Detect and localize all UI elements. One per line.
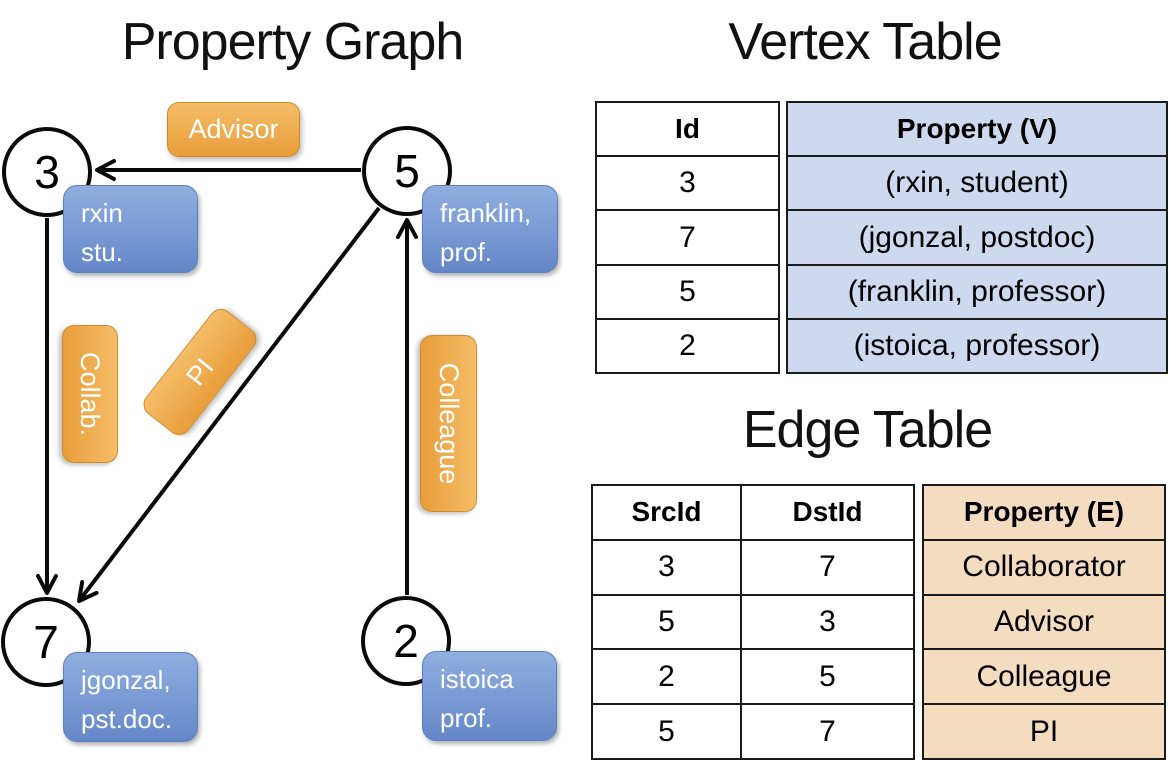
vertex-label-jgonzal: jgonzal, pst.doc.	[63, 652, 198, 742]
edge-table-property-cell: Advisor	[924, 593, 1164, 649]
graph-edges-canvas	[36, 159, 418, 603]
edge-table-id-header-row: SrcId DstId	[593, 486, 913, 539]
edge-table-title: Edge Table	[742, 401, 993, 459]
node-7-id: 7	[33, 616, 59, 668]
edge-table-srcid-cell: 2	[593, 650, 742, 704]
node-3-id: 3	[34, 146, 60, 198]
edge-table-property-cell: Collaborator	[924, 538, 1164, 594]
node-5-id: 5	[394, 145, 420, 197]
vertex-label-line: istoica	[440, 664, 514, 694]
edge-table-id-row: 5 7	[593, 703, 913, 758]
node-2-id: 2	[393, 615, 419, 667]
edge-table-id-row: 2 5	[593, 648, 913, 704]
vertex-label-franklin: franklin, prof.	[422, 185, 558, 273]
vertex-table-property-cell: (istoica, professor)	[788, 317, 1166, 373]
edge-table-id-row: 3 7	[593, 538, 913, 594]
vertex-table-id-column: Id 3 7 5 2	[595, 101, 780, 374]
edge-table-id-row: 5 3	[593, 593, 913, 649]
vertex-label-line: jgonzal,	[81, 665, 171, 695]
vertex-label-line: pst.doc.	[81, 704, 173, 734]
edge-table-srcid-cell: 5	[593, 595, 742, 649]
edge-label-advisor: Advisor	[167, 102, 300, 157]
vertex-table-id-cell: 3	[597, 155, 778, 209]
edge-table-dstid-cell: 3	[819, 604, 836, 638]
vertex-table-property-cell: (rxin, student)	[788, 155, 1166, 210]
vertex-label-line: franklin,	[440, 198, 532, 228]
vertex-table-header-id: Id	[675, 113, 700, 145]
edge-table-dstid-cell: 5	[819, 659, 836, 693]
vertex-table-id-cell: 2	[597, 317, 778, 372]
edge-table-srcid-cell: 3	[593, 540, 742, 594]
vertex-table-title: Vertex Table	[728, 13, 1002, 71]
edge-table-dstid-cell: 7	[819, 550, 836, 584]
vertex-table-property-column: Property (V) (rxin, student) (jgonzal, p…	[786, 101, 1168, 374]
vertex-table-id-cell: 5	[597, 263, 778, 318]
edge-table-property-cell: PI	[924, 703, 1164, 758]
vertex-label-rxin: rxin stu.	[63, 185, 198, 273]
property-graph-title: Property Graph	[121, 13, 465, 71]
graph-node-5: 5	[362, 126, 452, 216]
edge-table-header-dstid: DstId	[792, 496, 863, 528]
edge-table-property-column: Property (E) Collaborator Advisor Collea…	[922, 484, 1166, 760]
vertex-label-line: stu.	[81, 237, 123, 267]
vertex-table-id-cell: 7	[597, 209, 778, 263]
graph-node-2: 2	[361, 596, 451, 686]
vertex-table-header-property: Property (V)	[788, 103, 1166, 156]
vertex-table-property-cell: (jgonzal, postdoc)	[788, 209, 1166, 264]
vertex-table-property-cell: (franklin, professor)	[788, 263, 1166, 318]
edge-table-property-cell: Colleague	[924, 648, 1164, 704]
vertex-label-line: prof.	[440, 703, 493, 733]
edge-label-collab: Collab.	[62, 325, 118, 463]
edge-table-header-srcid: SrcId	[593, 486, 742, 539]
vertex-label-line: rxin	[81, 198, 123, 228]
edge-table-srcid-cell: 5	[593, 705, 742, 758]
vertex-label-istoica: istoica prof.	[422, 651, 557, 741]
edge-table-id-columns: SrcId DstId 3 7 5 3 2 5 5 7	[591, 484, 915, 760]
edge-label-colleague: Colleague	[420, 335, 477, 512]
edge-table-header-property: Property (E)	[924, 486, 1164, 539]
edge-5-to-7	[77, 206, 381, 603]
edge-table-dstid-cell: 7	[819, 714, 836, 748]
vertex-label-line: prof.	[440, 237, 493, 267]
